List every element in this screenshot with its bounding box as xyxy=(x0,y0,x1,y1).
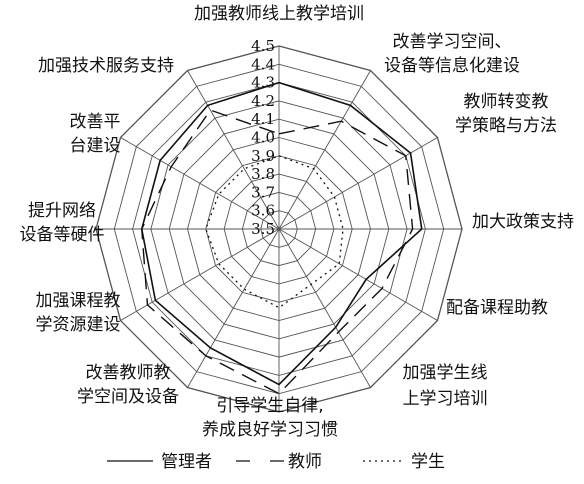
radar-axis-labels: 加强教师线上教学培训改善学习空间、设备等信息化建设教师转变教学策略与方法加大政策… xyxy=(20,4,575,440)
axis-label: 学策略与方法 xyxy=(455,116,557,136)
legend-label: 学生 xyxy=(411,452,445,472)
series-dotted xyxy=(205,155,344,309)
tick-label: 4.5 xyxy=(251,37,275,55)
axis-label: 加强课程教 xyxy=(36,291,121,311)
axis-label: 学资源建设 xyxy=(36,315,121,335)
axis-label: 加强教师线上教学培训 xyxy=(194,4,364,24)
series-dashed xyxy=(141,109,414,395)
tick-label: 3.8 xyxy=(251,165,275,183)
radar-series xyxy=(140,81,423,395)
axis-label: 台建设 xyxy=(70,136,121,156)
grid-spoke xyxy=(278,70,371,230)
radar-grid xyxy=(95,45,463,413)
axis-label: 改善平 xyxy=(70,112,121,132)
series-solid xyxy=(140,81,423,386)
tick-label: 4.4 xyxy=(251,55,275,73)
tick-label: 3.5 xyxy=(251,220,275,238)
axis-label: 养成良好学习习惯 xyxy=(202,420,338,440)
tick-label: 4.3 xyxy=(251,74,275,92)
legend-label: 管理者 xyxy=(161,452,212,472)
tick-label: 3.9 xyxy=(251,147,275,165)
axis-label: 加强技术服务支持 xyxy=(38,56,174,76)
tick-label: 4.1 xyxy=(251,110,275,128)
axis-label: 教师转变教 xyxy=(464,92,549,112)
axis-label: 设备等硬件 xyxy=(20,225,105,245)
grid-spoke xyxy=(187,228,280,388)
axis-label: 配备课程助教 xyxy=(446,298,548,318)
grid-spoke xyxy=(278,137,438,230)
axis-label: 设备等信息化建设 xyxy=(384,56,520,76)
tick-label: 4.2 xyxy=(251,92,275,110)
grid-spoke xyxy=(187,70,280,230)
axis-label: 上学习培训 xyxy=(403,389,488,409)
grid-spoke xyxy=(120,137,280,230)
legend-label: 教师 xyxy=(288,452,322,472)
grid-spoke xyxy=(278,228,438,321)
grid-spoke xyxy=(278,228,371,388)
axis-label: 引导学生自律, xyxy=(216,396,323,416)
axis-label: 加大政策支持 xyxy=(472,212,574,232)
axis-label: 提升网络 xyxy=(28,201,96,221)
radar-ticks: 3.53.63.73.83.94.04.14.24.34.44.5 xyxy=(251,37,275,238)
axis-label: 学空间及设备 xyxy=(77,387,179,407)
legend: 管理者 教师 学生 xyxy=(107,452,445,472)
axis-label: 加强学生线 xyxy=(403,363,488,383)
axis-label: 改善教师教 xyxy=(86,363,171,383)
axis-label: 改善学习空间、 xyxy=(393,32,512,52)
tick-label: 4.0 xyxy=(251,129,275,147)
tick-label: 3.6 xyxy=(251,202,275,220)
tick-label: 3.7 xyxy=(251,183,275,201)
